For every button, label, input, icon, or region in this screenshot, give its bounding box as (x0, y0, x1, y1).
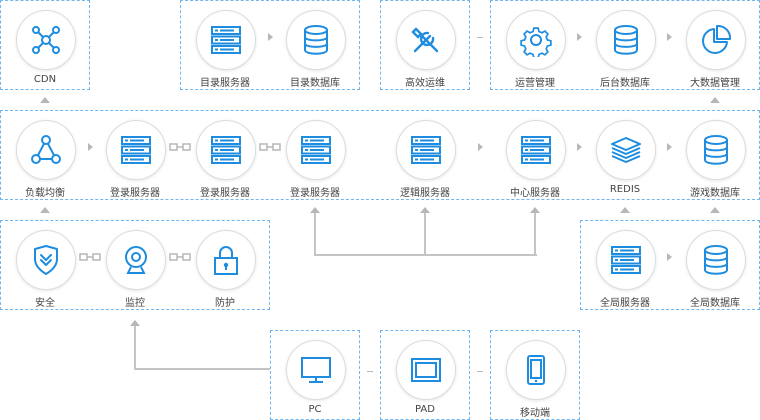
arrow-right-icon (577, 143, 582, 151)
group-directory (180, 0, 360, 90)
node-operations-mgmt: 运营管理 (490, 4, 580, 89)
database-icon (699, 243, 733, 277)
connector-line (314, 212, 316, 256)
dash-separator (477, 37, 483, 38)
server-icon (299, 133, 333, 167)
node-label: 中心服务器 (510, 188, 560, 199)
node-login-server-2: 登录服务器 (180, 114, 270, 199)
webcam-icon (119, 243, 153, 277)
node-redis: REDIS (580, 114, 670, 198)
node-label: 监控 (125, 298, 145, 309)
gear-icon (519, 23, 553, 57)
arrow-up-icon (620, 207, 630, 213)
node-pad: PAD (380, 334, 470, 418)
node-cdn: CDN (0, 4, 90, 88)
shield-icon (29, 243, 63, 277)
tools-icon (409, 23, 443, 57)
node-label: 高效运维 (405, 78, 445, 89)
arrow-up-icon (130, 320, 140, 326)
node-label: 全局服务器 (600, 298, 650, 309)
node-load-balance: 负载均衡 (0, 114, 90, 199)
node-protection: 防护 (180, 224, 270, 309)
node-label: CDN (33, 74, 57, 85)
node-label: 登录服务器 (200, 188, 250, 199)
arrow-up-icon (40, 207, 50, 213)
network-icon (29, 23, 63, 57)
server-icon (209, 23, 243, 57)
connector-line (134, 368, 270, 370)
arrow-up-icon (710, 207, 720, 213)
arrow-right-icon (268, 33, 273, 41)
lock-icon (209, 243, 243, 277)
node-directory-server: 目录服务器 (180, 4, 270, 89)
monitor-icon (299, 353, 333, 387)
database-icon (299, 23, 333, 57)
node-label: 大数据管理 (690, 78, 740, 89)
node-label: 后台数据库 (600, 78, 650, 89)
arrow-right-icon (478, 143, 483, 151)
node-directory-db: 目录数据库 (270, 4, 360, 89)
node-pc: PC (270, 334, 360, 418)
connector-line (134, 326, 136, 370)
group-ops (380, 0, 470, 90)
tablet-icon (409, 353, 443, 387)
node-label: PC (308, 404, 322, 415)
dash-separator (367, 371, 373, 372)
node-security: 安全 (0, 224, 90, 309)
node-label: 目录数据库 (290, 78, 340, 89)
server-icon (609, 243, 643, 277)
node-bigdata-mgmt: 大数据管理 (670, 4, 760, 89)
stack-icon (609, 133, 643, 167)
arrow-right-icon (667, 253, 672, 261)
node-label: 逻辑服务器 (400, 188, 450, 199)
arrow-right-icon (577, 33, 582, 41)
server-icon (119, 133, 153, 167)
node-label: 负载均衡 (25, 188, 65, 199)
arrow-up-icon (420, 207, 430, 213)
arrow-up-icon (530, 207, 540, 213)
server-icon (409, 133, 443, 167)
node-logic-server: 逻辑服务器 (380, 114, 470, 199)
group-security (0, 220, 270, 310)
arrow-right-icon (667, 143, 672, 151)
connector-line (534, 212, 536, 256)
database-icon (609, 23, 643, 57)
node-mobile: 移动端 (490, 334, 580, 419)
arrow-up-icon (710, 97, 720, 103)
connector-line (424, 212, 426, 256)
node-center-server: 中心服务器 (490, 114, 580, 199)
node-label: 游戏数据库 (690, 188, 740, 199)
pie-chart-icon (699, 23, 733, 57)
database-icon (699, 133, 733, 167)
arrow-right-icon (88, 143, 93, 151)
triangle-network-icon (29, 133, 63, 167)
node-game-db: 游戏数据库 (670, 114, 760, 199)
node-label: 登录服务器 (290, 188, 340, 199)
arrow-up-icon (310, 207, 320, 213)
server-icon (209, 133, 243, 167)
node-backend-db: 后台数据库 (580, 4, 670, 89)
node-label: 运营管理 (515, 78, 555, 89)
node-label: 安全 (35, 298, 55, 309)
node-ops: 高效运维 (380, 4, 470, 89)
node-monitor: 监控 (90, 224, 180, 309)
arrow-up-icon (40, 97, 50, 103)
phone-icon (519, 353, 553, 387)
node-global-server: 全局服务器 (580, 224, 670, 309)
node-label: 目录服务器 (200, 78, 250, 89)
dash-separator (477, 371, 483, 372)
node-label: 移动端 (520, 408, 550, 419)
node-login-server-1: 登录服务器 (90, 114, 180, 199)
node-login-server-3: 登录服务器 (270, 114, 360, 199)
server-icon (519, 133, 553, 167)
group-cdn (0, 0, 90, 90)
node-label: PAD (415, 404, 435, 415)
node-label: 防护 (215, 298, 235, 309)
node-label: 登录服务器 (110, 188, 160, 199)
node-label: 全局数据库 (690, 298, 740, 309)
node-label: REDIS (609, 184, 641, 195)
node-global-db: 全局数据库 (670, 224, 760, 309)
arrow-right-icon (667, 33, 672, 41)
